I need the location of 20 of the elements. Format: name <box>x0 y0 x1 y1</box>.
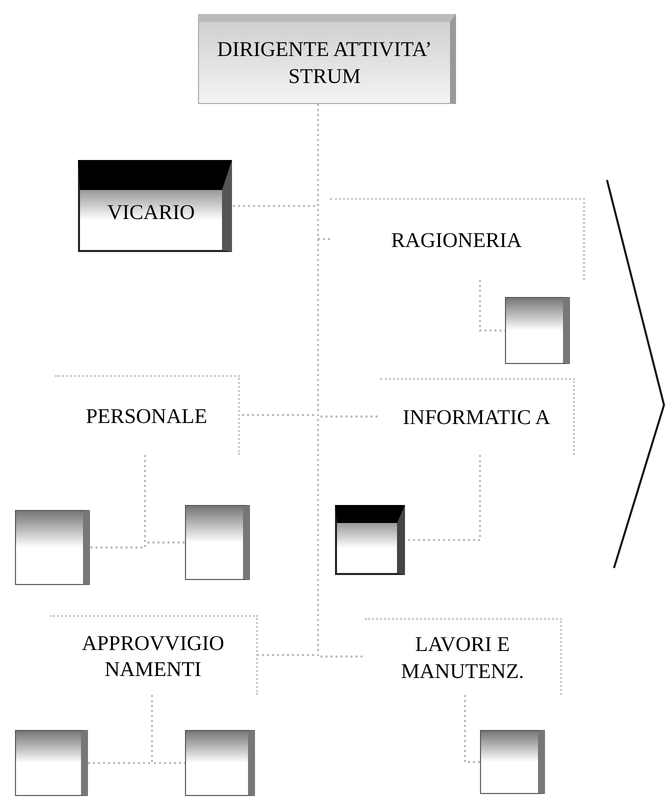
cube-box <box>185 730 255 796</box>
connector-line <box>151 695 185 764</box>
cube-box <box>335 505 405 575</box>
node-label: VICARIO <box>106 198 196 226</box>
cube-box <box>15 730 88 796</box>
node-label: PERSONALE <box>84 402 208 430</box>
node-label: RAGIONERIA <box>390 226 523 254</box>
connector-line <box>405 455 481 541</box>
cube-box <box>185 505 250 580</box>
connector-line <box>464 695 480 763</box>
deputy-box <box>78 160 232 252</box>
node-label: LAVORI E MANUTENZ. <box>400 631 526 684</box>
cube-box <box>480 730 545 794</box>
head-box <box>198 14 456 104</box>
connector-line <box>144 455 185 544</box>
node-label: DIRIGENTE ATTIVITA’ STRUM <box>216 36 433 89</box>
node-label: APPROVVIGIO NAMENTI <box>80 630 226 682</box>
node-label: INFORMATIC A <box>402 404 552 431</box>
cube-box <box>15 510 90 585</box>
cube-box <box>505 297 570 364</box>
